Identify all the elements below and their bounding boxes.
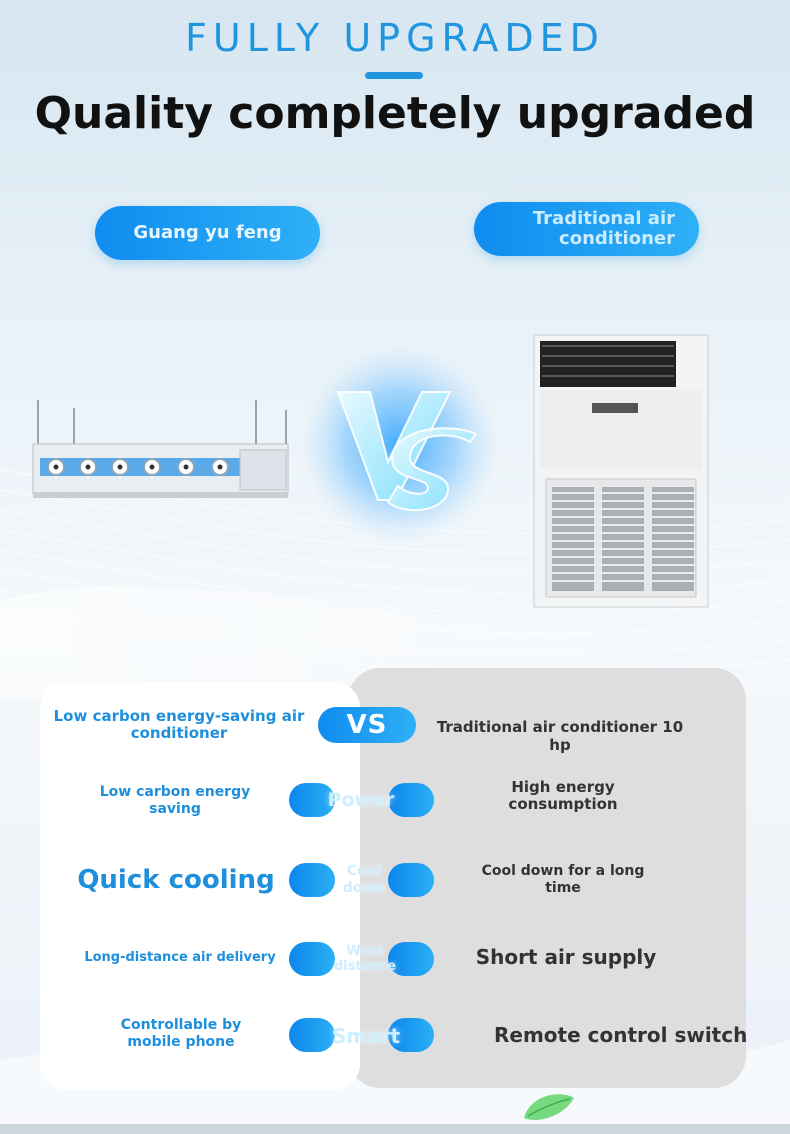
compare-row-left: Controllable by mobile phone xyxy=(120,1017,242,1050)
compare-row-middle: Smart xyxy=(331,1024,401,1048)
compare-header-left: Low carbon energy-saving air conditioner xyxy=(53,707,305,742)
compare-header-right: Traditional air conditioner 10 hp xyxy=(436,718,684,754)
vs-badge: VS xyxy=(318,707,416,743)
compare-pill-left xyxy=(289,942,335,976)
compare-row-middle: Power xyxy=(327,789,395,811)
vs-logo-icon xyxy=(300,345,500,545)
ceiling-duct-unit-image xyxy=(32,400,289,498)
floor-standing-ac-image xyxy=(533,334,709,608)
compare-pill-right xyxy=(388,942,434,976)
compare-pill-right xyxy=(388,863,434,897)
leaf-icon xyxy=(524,1094,574,1120)
compare-row-right: Short air supply xyxy=(475,945,657,969)
label-traditional-ac: Traditional air conditioner xyxy=(474,202,699,256)
header-underline xyxy=(365,72,423,79)
page-title: Quality completely upgraded xyxy=(34,88,756,139)
compare-pill-right xyxy=(388,1018,434,1052)
compare-row-left: Long-distance air delivery xyxy=(84,950,276,965)
compare-row-right: High energy consumption xyxy=(508,778,618,813)
compare-pill-left xyxy=(289,783,335,817)
compare-pill-right xyxy=(388,783,434,817)
header-subtitle: FULLY UPGRADED xyxy=(185,16,605,60)
bottom-strip xyxy=(0,1124,790,1134)
compare-row-right: Remote control switch xyxy=(494,1023,748,1047)
compare-row-left: Quick cooling xyxy=(77,865,275,895)
label-guang-yu-feng: Guang yu feng xyxy=(95,206,320,260)
compare-row-middle: Cool down xyxy=(342,863,386,896)
compare-row-left: Low carbon energy saving xyxy=(99,784,251,817)
compare-pill-left xyxy=(289,863,335,897)
compare-pill-left xyxy=(289,1018,335,1052)
compare-row-right: Cool down for a long time xyxy=(481,863,645,896)
compare-row-middle: Wind distance xyxy=(333,944,397,974)
